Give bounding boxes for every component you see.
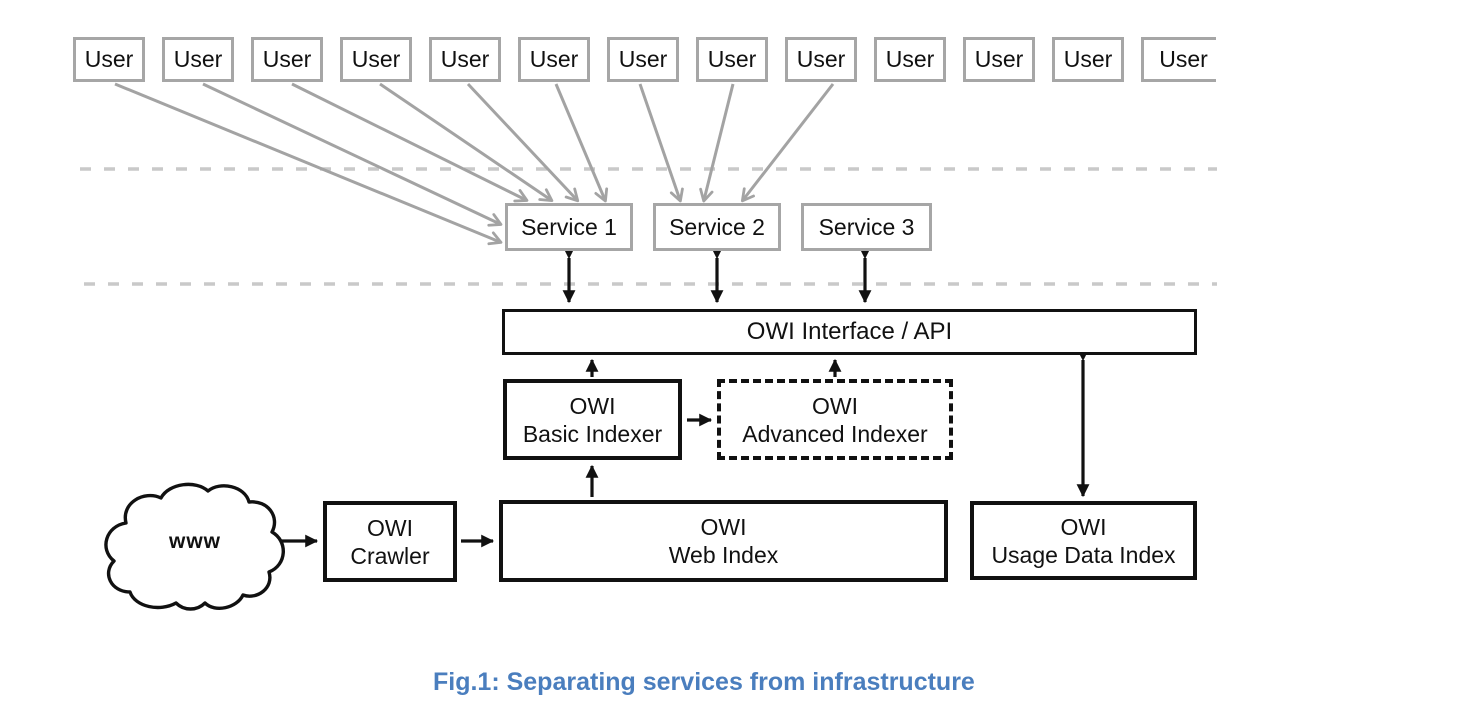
owi-interface-api-label: OWI Interface / API xyxy=(746,318,953,345)
user-box-1: User xyxy=(73,37,145,82)
user-box-13: User xyxy=(1141,37,1216,82)
user-box-11: User xyxy=(963,37,1035,82)
user-box-2: User xyxy=(162,37,234,82)
owi-basic-indexer-line1: OWI xyxy=(569,392,616,419)
user-box-9: User xyxy=(785,37,857,82)
owi-crawler-line2: Crawler xyxy=(350,542,430,569)
owi-advanced-indexer-line1: OWI xyxy=(812,392,858,419)
owi-advanced-indexer-line2: Advanced Indexer xyxy=(742,420,928,447)
owi-usage-data-index-line2: Usage Data Index xyxy=(991,541,1176,568)
owi-usage-data-index-line1: OWI xyxy=(1060,513,1107,540)
user-box-12: User xyxy=(1052,37,1124,82)
owi-crawler-line1: OWI xyxy=(367,514,413,541)
user-box-7: User xyxy=(607,37,679,82)
owi-usage-data-index-box: OWI Usage Data Index xyxy=(970,501,1197,580)
owi-basic-indexer-line2: Basic Indexer xyxy=(522,420,663,447)
user9-service2-arrow xyxy=(740,83,835,203)
owi-web-index-line2: Web Index xyxy=(668,542,779,568)
www-cloud-label: www xyxy=(168,530,221,553)
user4-service1-arrow xyxy=(379,82,554,202)
owi-web-index-box: OWI Web Index xyxy=(499,500,948,582)
owi-crawler-box: OWI Crawler xyxy=(323,501,457,582)
user-box-3: User xyxy=(251,37,323,82)
service-1-box: Service 1 xyxy=(505,203,633,251)
user-box-6: User xyxy=(518,37,590,82)
user5-service1-arrow xyxy=(466,82,580,203)
service-1-label: Service 1 xyxy=(521,213,617,240)
user-box-5: User xyxy=(429,37,501,82)
user-box-8: User xyxy=(696,37,768,82)
service-2-box: Service 2 xyxy=(653,203,781,251)
user-box-10: User xyxy=(874,37,946,82)
user6-service1-arrow xyxy=(554,83,609,203)
owi-web-index-line1: OWI xyxy=(700,514,747,540)
user-row: User User User User User User User User User User… xyxy=(0,0,1216,110)
owi-interface-api-bar: OWI Interface / API xyxy=(502,309,1197,355)
user8-service2-arrow xyxy=(699,83,735,203)
user1-service1-arrow xyxy=(114,82,503,246)
user7-service2-arrow xyxy=(638,83,684,203)
service-3-box: Service 3 xyxy=(801,203,932,251)
service-3-label: Service 3 xyxy=(818,213,915,240)
figure-caption: Fig.1: Separating services from infrastr… xyxy=(433,668,975,696)
user-service-arrows xyxy=(114,82,835,246)
owi-basic-indexer-box: OWI Basic Indexer xyxy=(503,379,682,460)
service-2-label: Service 2 xyxy=(669,213,765,240)
user2-service1-arrow xyxy=(202,82,503,227)
user-box-4: User xyxy=(340,37,412,82)
user3-service1-arrow xyxy=(291,82,529,203)
www-cloud-icon xyxy=(104,482,285,611)
owi-advanced-indexer-box: OWI Advanced Indexer xyxy=(717,379,953,460)
